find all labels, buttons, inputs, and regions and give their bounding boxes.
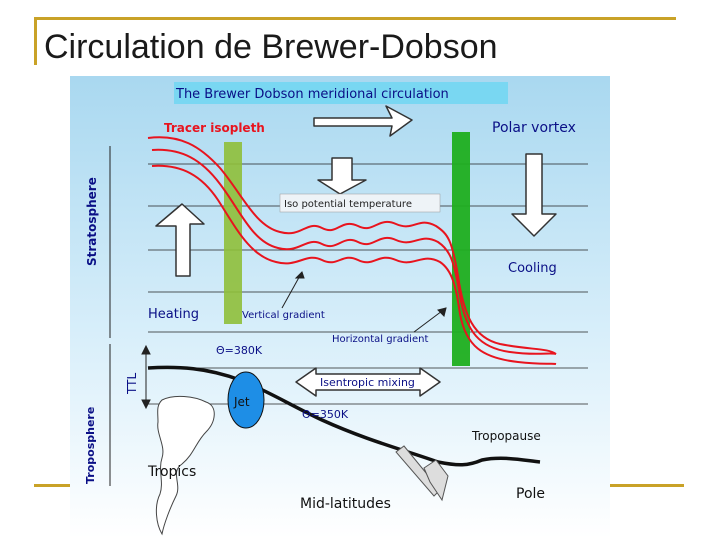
mid-latitudes-label: Mid-latitudes: [300, 496, 391, 512]
tropopause-label: Tropopause: [471, 429, 541, 443]
isentropic-mixing-label: Isentropic mixing: [320, 376, 415, 389]
brewer-dobson-diagram: The Brewer Dobson meridional circulation…: [70, 76, 610, 538]
pole-label: Pole: [516, 486, 545, 502]
tracer-isopleth-label: Tracer isopleth: [164, 121, 265, 135]
slide-title: Circulation de Brewer-Dobson: [44, 28, 498, 67]
cooling-label: Cooling: [508, 261, 557, 276]
theta-380-label: Θ=380K: [216, 344, 263, 357]
tropics-label: Tropics: [147, 464, 196, 480]
heating-label: Heating: [148, 307, 199, 322]
jet-label: Jet: [233, 395, 250, 409]
troposphere-label: Troposphere: [84, 407, 97, 484]
horizontal-gradient-label: Horizontal gradient: [332, 334, 428, 345]
theta-350-label: Θ=350K: [302, 408, 349, 421]
top-accent-line: [34, 17, 676, 20]
polar-barrier-bar: [452, 132, 470, 366]
vertical-gradient-label: Vertical gradient: [242, 310, 325, 321]
iso-potential-temperature-label: Iso potential temperature: [284, 199, 412, 210]
stratosphere-label: Stratosphere: [85, 177, 99, 266]
left-accent-line: [34, 17, 37, 65]
diagram-header: The Brewer Dobson meridional circulation: [175, 87, 449, 102]
polar-vortex-label: Polar vortex: [492, 120, 576, 136]
ttl-label: TTL: [125, 373, 139, 395]
